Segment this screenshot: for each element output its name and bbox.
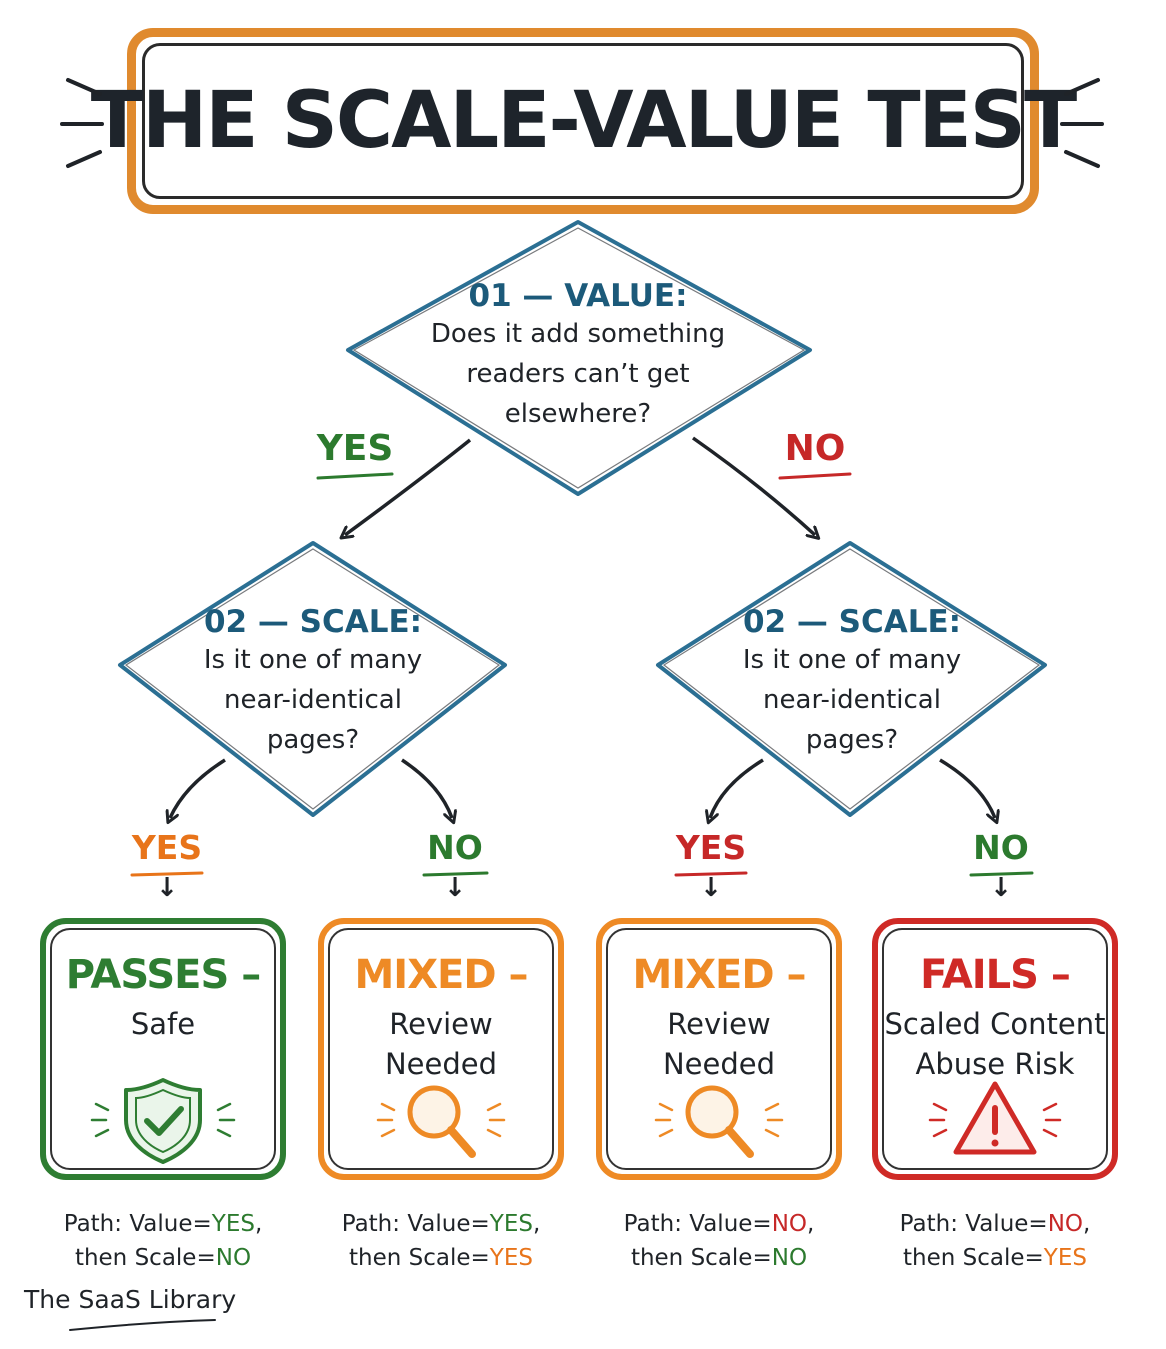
title-sparkle-right <box>1060 78 1104 168</box>
q2-branch-arrow-2: ↓ <box>444 873 466 903</box>
shield-check-icon <box>90 1078 236 1164</box>
arrow-q2l-yes <box>170 758 226 818</box>
q2-branch-arrow-3: ↓ <box>700 873 722 903</box>
path-prefix: Path: Value= <box>341 1211 490 1237</box>
arrow-q2r-yes <box>710 758 764 818</box>
q1-heading: 01 — VALUE: <box>468 278 688 314</box>
outcome-line: Review <box>389 1007 493 1041</box>
path-prefix: Path: Value= <box>899 1211 1048 1237</box>
q1-yes-label: YES <box>316 428 394 469</box>
q2-branch-label-1: YES <box>131 828 203 867</box>
card-inner-border <box>50 928 276 1170</box>
decision-diamond-scale-right <box>656 541 1047 817</box>
outcome-card-passes: PASSES – Safe <box>40 918 286 1180</box>
arrow-q1-yes <box>345 438 472 535</box>
q2-branch-label-2: NO <box>427 828 483 867</box>
q2-left-heading: 02 — SCALE: <box>203 604 423 640</box>
q2-right-text: 02 — SCALE: Is it one of many near-ident… <box>682 604 1022 760</box>
outcome-description: Review Needed <box>324 1004 558 1084</box>
outcome-description: Safe <box>46 1004 280 1044</box>
outcome-line: Safe <box>130 1007 196 1041</box>
page-title: THE SCALE-VALUE TEST <box>90 76 1077 166</box>
q2-left-line-1: Is it one of many <box>203 645 423 675</box>
outcome-line: Needed <box>384 1047 498 1081</box>
magnifier-icon <box>376 1085 506 1158</box>
path-prefix: Path: Value= <box>623 1211 772 1237</box>
outcome-title: MIXED – <box>632 952 807 998</box>
outcome-description: Review Needed <box>602 1004 836 1084</box>
q2-branch-label-3: YES <box>675 828 747 867</box>
path-caption-3: Path: Value=NO, then Scale=NO <box>596 1207 842 1275</box>
title-banner-inner-border <box>142 43 1024 199</box>
arrow-q1-no <box>691 436 815 535</box>
q1-line-1: Does it add something <box>430 319 726 349</box>
outcome-description: Scaled Content Abuse Risk <box>878 1004 1112 1084</box>
path-mid: , then Scale= <box>74 1211 263 1271</box>
path-mid: , then Scale= <box>349 1211 541 1271</box>
path-caption-4: Path: Value=NO, then Scale=YES <box>872 1207 1118 1275</box>
title-sparkle-left <box>60 78 104 168</box>
outcome-card-mixed-1: MIXED – Review Needed <box>318 918 564 1180</box>
outcome-card-mixed-2: MIXED – Review Needed <box>596 918 842 1180</box>
outcome-line: Needed <box>662 1047 776 1081</box>
decision-diamond-scale-left <box>118 541 507 817</box>
q1-text: 01 — VALUE: Does it add something reader… <box>378 278 778 434</box>
path-mid: , then Scale= <box>630 1211 815 1271</box>
outcome-line: Abuse Risk <box>915 1047 1075 1081</box>
outcome-title: PASSES – <box>65 952 261 998</box>
q2-right-line-1: Is it one of many <box>742 645 962 675</box>
path-mid: , then Scale= <box>903 1211 1091 1271</box>
q2-left-text: 02 — SCALE: Is it one of many near-ident… <box>143 604 483 760</box>
path-scale: YES <box>1043 1245 1087 1271</box>
outcome-card-fails: FAILS – Scaled Content Abuse Risk <box>872 918 1118 1180</box>
path-scale: YES <box>489 1245 533 1271</box>
path-scale: NO <box>771 1245 808 1271</box>
path-prefix: Path: Value= <box>63 1211 212 1237</box>
path-caption-1: Path: Value=YES, then Scale=NO <box>40 1207 286 1275</box>
path-caption-2: Path: Value=YES, then Scale=YES <box>318 1207 564 1275</box>
arrow-q2r-no <box>939 758 995 818</box>
brand-signature: The SaaS Library <box>24 1285 237 1314</box>
path-value: NO <box>1047 1211 1084 1237</box>
q2-left-line-2: near-identical <box>224 685 402 715</box>
outcome-line: Review <box>667 1007 771 1041</box>
magnifier-icon <box>654 1085 784 1158</box>
title-banner: THE SCALE-VALUE TEST <box>91 28 1077 214</box>
path-value: YES <box>489 1211 533 1237</box>
q1-line-3: elsewhere? <box>504 399 652 429</box>
arrow-q2l-no <box>401 758 452 818</box>
warning-triangle-icon <box>928 1081 1062 1155</box>
q1-line-2: readers can’t get <box>466 359 690 389</box>
outcome-title: FAILS – <box>920 952 1071 998</box>
q2-branch-arrow-1: ↓ <box>156 873 178 903</box>
path-value: YES <box>211 1211 255 1237</box>
q2-branch-arrow-4: ↓ <box>990 873 1012 903</box>
q1-no-label: NO <box>784 428 846 469</box>
q2-branch-label-4: NO <box>973 828 1029 867</box>
card-inner-border <box>882 928 1108 1170</box>
q2-left-line-3: pages? <box>266 725 360 755</box>
path-scale: NO <box>215 1245 252 1271</box>
q2-right-heading: 02 — SCALE: <box>742 604 962 640</box>
card-inner-border <box>328 928 554 1170</box>
q2-right-line-3: pages? <box>805 725 899 755</box>
outcome-title: MIXED – <box>354 952 529 998</box>
path-value: NO <box>771 1211 808 1237</box>
q2-right-line-2: near-identical <box>763 685 941 715</box>
card-inner-border <box>606 928 832 1170</box>
outcome-line: Scaled Content <box>884 1007 1106 1041</box>
